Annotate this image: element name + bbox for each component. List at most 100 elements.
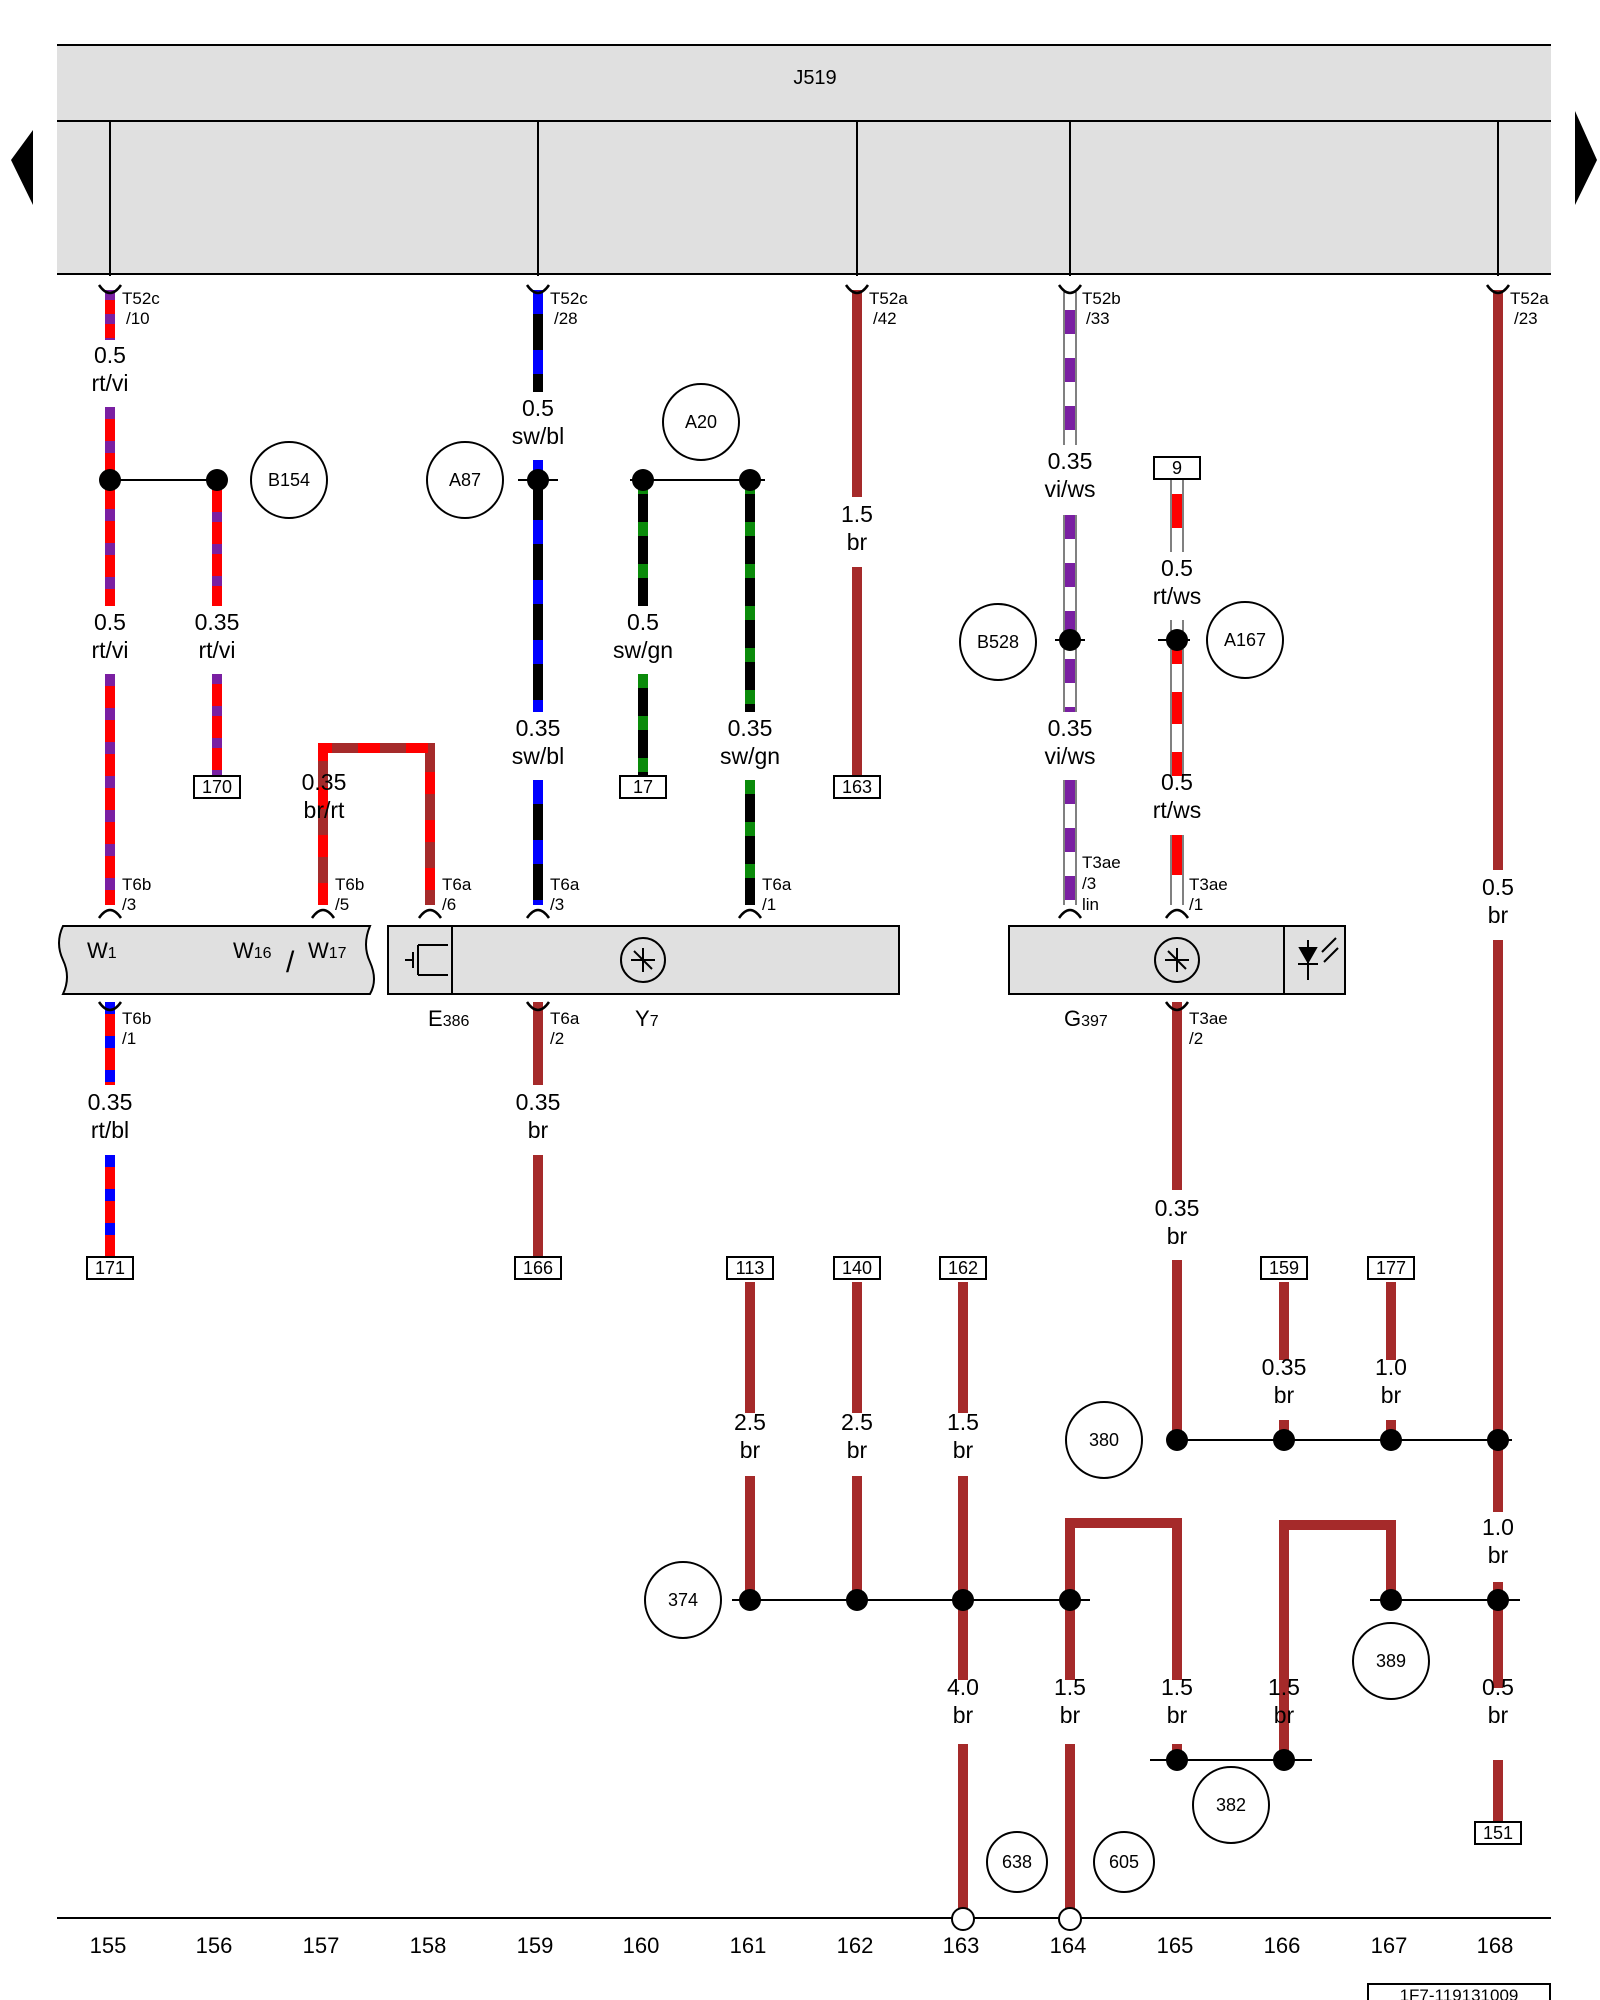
junction-605: 605 — [1093, 1831, 1155, 1893]
ground-point-605 — [1058, 1907, 1082, 1931]
triangle-left-icon[interactable] — [11, 130, 33, 205]
junction-638: 638 — [986, 1831, 1048, 1893]
ref-box-177: 177 — [1367, 1256, 1415, 1280]
ref-box-162: 162 — [939, 1256, 987, 1280]
svg-text:1.5br: 1.5br — [947, 1409, 979, 1463]
pin-label: T52b — [1082, 289, 1121, 308]
wire-gauge: 0.35 — [728, 715, 773, 741]
pin-label: T52a — [1510, 289, 1549, 308]
triangle-right-icon[interactable] — [1575, 111, 1597, 205]
wire-gauge: 1.0 — [1375, 1354, 1407, 1380]
wire-gauge: 0.5 — [1161, 769, 1193, 795]
column-number: 159 — [517, 1933, 554, 1958]
wire-gauge: 2.5 — [841, 1409, 873, 1435]
pin-number: /33 — [1086, 309, 1110, 328]
pin-number: /3 — [550, 895, 564, 914]
pin-label: T52c — [550, 289, 588, 308]
junction-374: 374 — [644, 1561, 722, 1639]
svg-text:T3ae/2: T3ae/2 — [1189, 1009, 1228, 1048]
pin-number: /1 — [122, 1029, 136, 1048]
wire-color: br — [1167, 1223, 1188, 1249]
ground-point-638 — [951, 1907, 975, 1931]
svg-text:1.5br: 1.5br — [1268, 1674, 1300, 1728]
svg-text:T52c/28: T52c/28 — [550, 289, 588, 328]
pin-label: T3ae — [1189, 1009, 1228, 1028]
wire-gauge: 0.5 — [94, 342, 126, 368]
ref-box-159: 159 — [1260, 1256, 1308, 1280]
wire-gauge: 0.35 — [1155, 1195, 1200, 1221]
wire-gauge: 0.5 — [522, 395, 554, 421]
ref-box-171: 171 — [86, 1256, 134, 1280]
svg-text:9: 9 — [1172, 458, 1182, 478]
wire-gauge: 0.35 — [516, 715, 561, 741]
svg-text:1.0br: 1.0br — [1482, 1514, 1514, 1568]
wire-gauge: 0.5 — [627, 609, 659, 635]
junction-a87: A87 — [426, 441, 504, 519]
wire-gauge: 0.5 — [94, 609, 126, 635]
component-g397-label: G397 — [1064, 1006, 1108, 1031]
svg-text:T6a/2: T6a/2 — [550, 1009, 580, 1048]
column-number: 155 — [90, 1933, 127, 1958]
junction-b528: B528 — [959, 603, 1037, 681]
pin-label: T6a — [762, 875, 792, 894]
svg-text:T6b/5: T6b/5 — [335, 875, 364, 914]
svg-text:T52a/23: T52a/23 — [1510, 289, 1549, 328]
ref-box-170: 170 — [193, 775, 241, 799]
svg-text:2.5br: 2.5br — [734, 1409, 766, 1463]
svg-text:177: 177 — [1376, 1258, 1406, 1278]
column-number: 158 — [410, 1933, 447, 1958]
svg-text:0.5rt/ws: 0.5rt/ws — [1153, 769, 1202, 823]
pin-label: T6a — [550, 875, 580, 894]
wire-gauge: 4.0 — [947, 1674, 979, 1700]
wire-color: br — [1167, 1702, 1188, 1728]
svg-text:17: 17 — [633, 777, 653, 797]
wire-color: rt/bl — [91, 1117, 129, 1143]
wire-color: br — [528, 1117, 549, 1143]
ref-box-9: 9 — [1153, 456, 1201, 480]
wire-color: rt/ws — [1153, 797, 1202, 823]
svg-text:0.5rt/vi: 0.5rt/vi — [91, 609, 128, 663]
svg-text:171: 171 — [95, 1258, 125, 1278]
svg-text:B528: B528 — [977, 632, 1019, 652]
junction-382: 382 — [1192, 1766, 1270, 1844]
svg-text:0.5br: 0.5br — [1482, 874, 1514, 928]
wire-color: br — [1381, 1382, 1402, 1408]
wire-gauge: 0.5 — [1482, 1674, 1514, 1700]
column-number: 164 — [1050, 1933, 1087, 1958]
svg-text:0.5br: 0.5br — [1482, 1674, 1514, 1728]
pin-label: T6b — [335, 875, 364, 894]
column-number: 163 — [943, 1933, 980, 1958]
wire-gauge: 0.35 — [88, 1089, 133, 1115]
wire-color: sw/gn — [613, 637, 673, 663]
svg-text:T6b/1: T6b/1 — [122, 1009, 151, 1048]
pin-label: T3ae — [1189, 875, 1228, 894]
wire-color: br — [1488, 902, 1509, 928]
ref-box-17: 17 — [619, 775, 667, 799]
component-w1-w16-w17: W1 W16 / W17 — [58, 925, 375, 995]
transistor-icon — [405, 944, 448, 976]
pin-label: T52a — [869, 289, 908, 308]
svg-text:605: 605 — [1109, 1852, 1139, 1872]
column-number: 165 — [1157, 1933, 1194, 1958]
svg-text:T6a/3: T6a/3 — [550, 875, 580, 914]
column-number: 160 — [623, 1933, 660, 1958]
pin-lin: lin — [1082, 895, 1099, 914]
ref-box-166: 166 — [514, 1256, 562, 1280]
component-w17-label: W17 — [308, 938, 347, 963]
svg-text:389: 389 — [1376, 1651, 1406, 1671]
wire-gauge: 2.5 — [734, 1409, 766, 1435]
junction-dots — [99, 469, 1509, 1771]
junction-a167: A167 — [1206, 601, 1284, 679]
footer-code-text: 1F7-119131009 — [1400, 1986, 1519, 2000]
wire-color: br — [740, 1437, 761, 1463]
svg-text:0.5sw/gn: 0.5sw/gn — [613, 609, 673, 663]
pin-label: T6b — [122, 1009, 151, 1028]
wire-gauge: 1.5 — [1268, 1674, 1300, 1700]
pin-number: /6 — [442, 895, 456, 914]
